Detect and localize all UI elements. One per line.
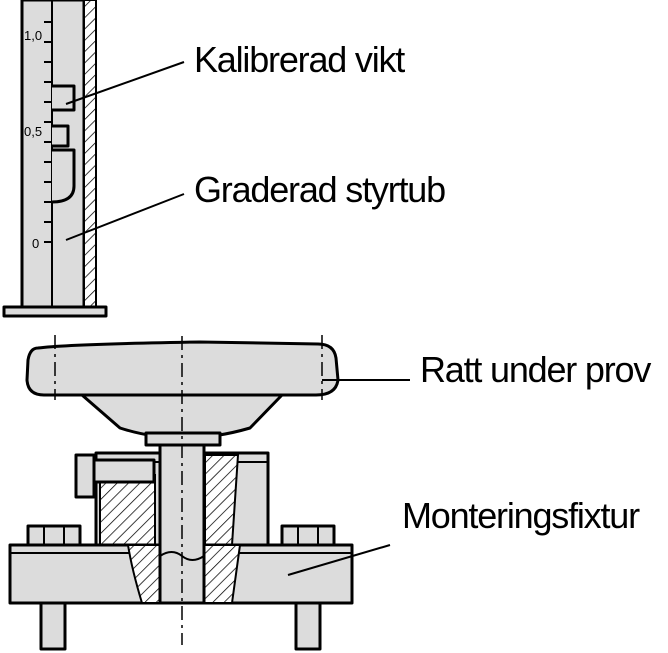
scale-ticks xyxy=(44,21,52,243)
graduated-guide-tube: 1,0 0,5 0 xyxy=(2,0,108,318)
label-calibrated-weight: Kalibrerad vikt xyxy=(194,39,405,80)
mounting-bolt-left xyxy=(26,524,82,651)
side-bolt-head xyxy=(74,453,96,499)
label-mounting-fixture: Monteringsfixtur xyxy=(402,495,640,536)
leader-mounting-fixture xyxy=(287,544,391,576)
steering-wheel xyxy=(25,340,340,447)
leader-graduated-tube xyxy=(65,193,185,241)
scale-label-middle: 0,5 xyxy=(24,124,42,139)
label-wheel-under-test: Ratt under prov xyxy=(420,349,651,390)
label-graduated-tube: Graderad styrtub xyxy=(194,169,445,210)
mounting-bolt-right xyxy=(280,524,336,651)
mounting-fixture xyxy=(8,443,354,651)
scale-label-top: 1,0 xyxy=(24,28,42,43)
centre-lines xyxy=(54,335,323,645)
wheel-hub-ring xyxy=(144,431,222,447)
scale-label-bottom: 0 xyxy=(32,236,39,251)
side-bolt-shank xyxy=(92,458,156,484)
tube-wall-hatched xyxy=(83,0,97,308)
fixture-cut-left xyxy=(99,474,156,546)
tube-base-flange xyxy=(2,305,108,318)
leader-calibrated-weight xyxy=(65,61,185,105)
fixture-cut-right xyxy=(204,454,240,546)
calibrated-weight xyxy=(51,84,76,204)
